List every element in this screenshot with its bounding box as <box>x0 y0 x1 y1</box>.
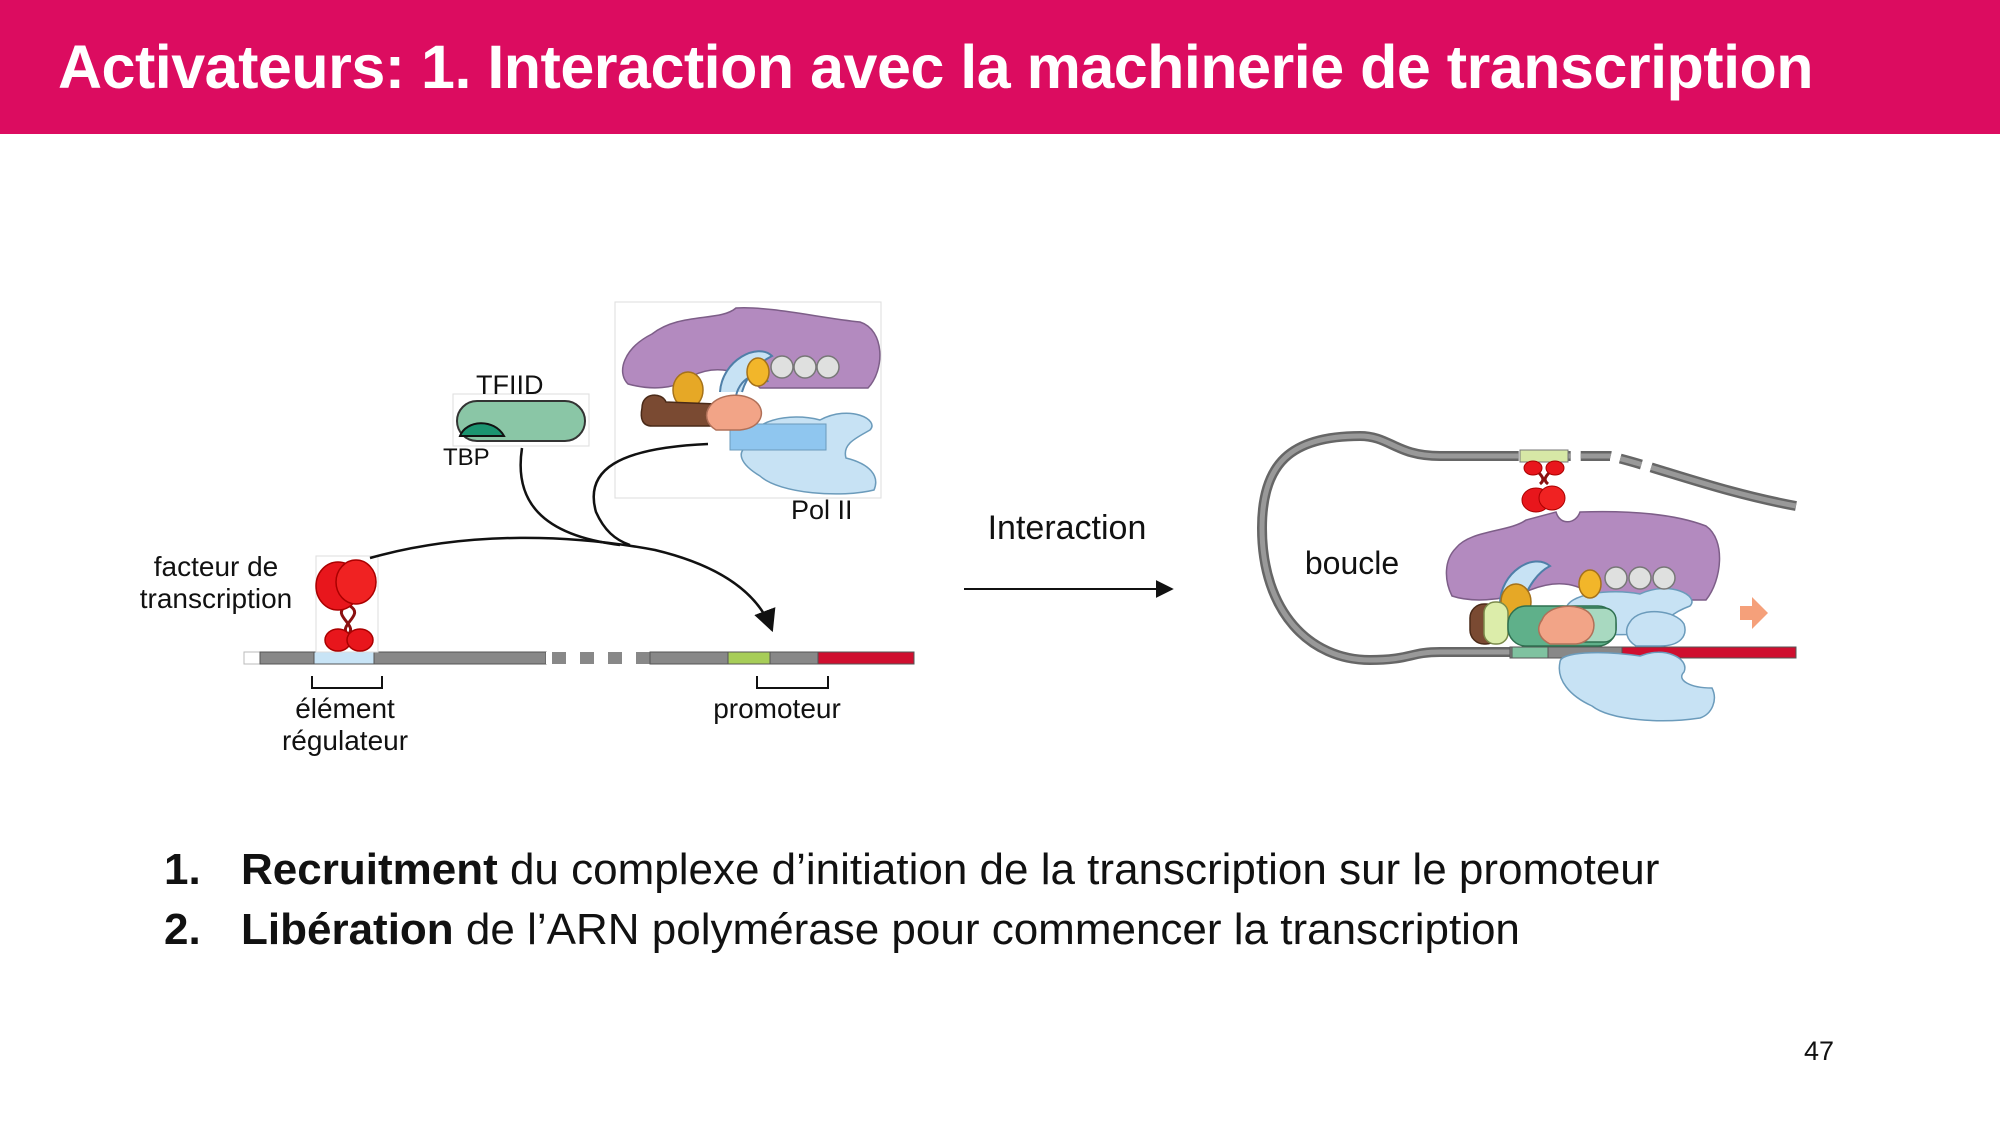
arrow-from-pol2 <box>592 442 709 547</box>
arrow-from-tfiid <box>519 447 621 547</box>
loop-label: boucle <box>1305 545 1399 581</box>
title-banner: Activateurs: 1. Interaction avec la mach… <box>0 0 2000 134</box>
bullet-text: de l’ARN polymérase pour commencer la tr… <box>453 905 1520 954</box>
pol2-label: Pol II <box>791 495 853 525</box>
promoter-bracket <box>756 676 829 689</box>
activator-looped <box>1521 460 1566 513</box>
left-panel: TFIID TBP Pol II facteur de transcriptio… <box>140 301 915 756</box>
element-bracket <box>311 676 383 689</box>
promoter-label: promoteur <box>713 693 841 724</box>
factor-label-line1: facteur de <box>154 551 279 582</box>
slide-title: Activateurs: 1. Interaction avec la mach… <box>58 33 1814 101</box>
preinitiation-complex <box>1445 510 1721 722</box>
bullet-number: 2. <box>164 905 201 954</box>
activator-protein <box>315 555 379 653</box>
bullet-item-1: 1. Recruitment du complexe d’initiation d… <box>164 840 1659 900</box>
tfiid-label: TFIID <box>476 370 544 400</box>
factor-label-line2: transcription <box>140 583 293 614</box>
enhancer-site <box>1519 449 1569 463</box>
dna-strand-left <box>243 651 915 665</box>
arrow-from-activator <box>369 536 776 633</box>
element-label-line2: régulateur <box>282 725 408 756</box>
bullet-keyword: Libération <box>241 905 454 954</box>
bullet-list: 1. Recruitment du complexe d’initiation d… <box>164 840 1659 960</box>
pol2-complex <box>614 301 882 499</box>
element-label-line1: élément <box>295 693 395 724</box>
transcription-direction-arrow <box>1740 597 1768 629</box>
interaction-label: Interaction <box>988 509 1147 547</box>
gene-region-right <box>1621 646 1797 659</box>
bullet-number: 1. <box>164 845 201 894</box>
tbp-label: TBP <box>443 444 490 471</box>
tfiid-complex <box>452 393 590 447</box>
bullet-item-2: 2. Libération de l’ARN polymérase pour co… <box>164 900 1659 960</box>
bullet-keyword: Recruitment <box>241 845 498 894</box>
page-number: 47 <box>1804 1036 1835 1066</box>
right-panel: boucle <box>1256 430 1797 722</box>
bullet-text: du complexe d’initiation de la transcrip… <box>497 845 1660 894</box>
interaction-arrow: Interaction <box>964 509 1174 598</box>
